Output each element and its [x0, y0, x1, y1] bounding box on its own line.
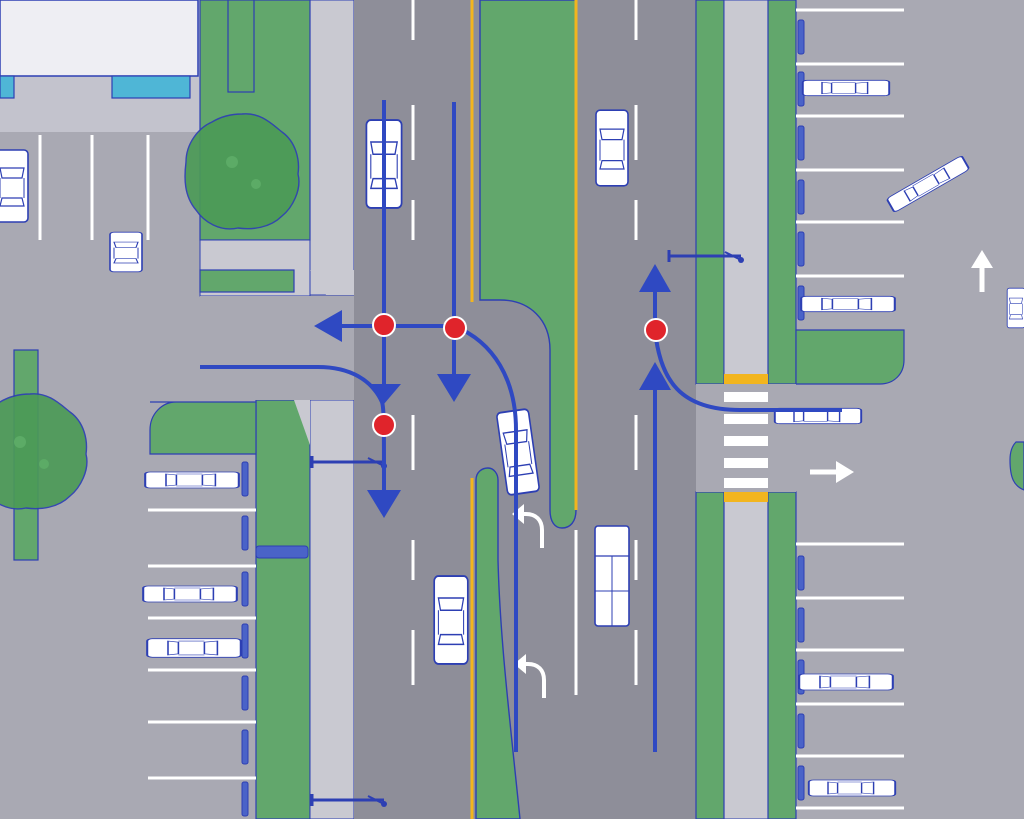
right-sidewalk — [695, 0, 1024, 819]
tree-icon — [184, 113, 300, 230]
conflict-point-icon — [372, 413, 396, 437]
car-icon — [798, 672, 894, 692]
car-icon — [0, 149, 29, 223]
car-icon — [146, 637, 242, 659]
wheel-stops — [241, 19, 805, 817]
lane-markings — [411, 0, 638, 695]
car-icon — [800, 295, 896, 313]
truck-icon — [594, 525, 630, 627]
bench-icon — [255, 545, 309, 559]
conflict-point-icon — [644, 318, 668, 342]
car-icon — [595, 109, 629, 187]
conflict-point-icon — [372, 313, 396, 337]
car-icon — [142, 584, 238, 604]
building — [0, 0, 200, 132]
median-lower — [475, 467, 521, 819]
crosswalk — [724, 374, 768, 502]
left-driveway — [200, 296, 354, 400]
car-icon — [807, 779, 897, 797]
parking-stalls — [38, 8, 904, 810]
car-icon — [109, 231, 143, 273]
awning — [111, 75, 191, 99]
right-arrow-icon — [810, 461, 854, 483]
car-icon — [801, 79, 891, 97]
median-upper — [479, 0, 577, 529]
path-arrowheads — [314, 264, 671, 518]
conflict-points — [372, 313, 668, 437]
car-icon — [1006, 287, 1024, 329]
awning — [0, 75, 15, 99]
movement-paths — [200, 100, 842, 752]
straight-arrow-icon — [971, 250, 993, 292]
car-icon — [144, 470, 240, 490]
car-icon — [433, 575, 469, 665]
center-lines — [470, 0, 578, 819]
conflict-point-icon — [443, 316, 467, 340]
